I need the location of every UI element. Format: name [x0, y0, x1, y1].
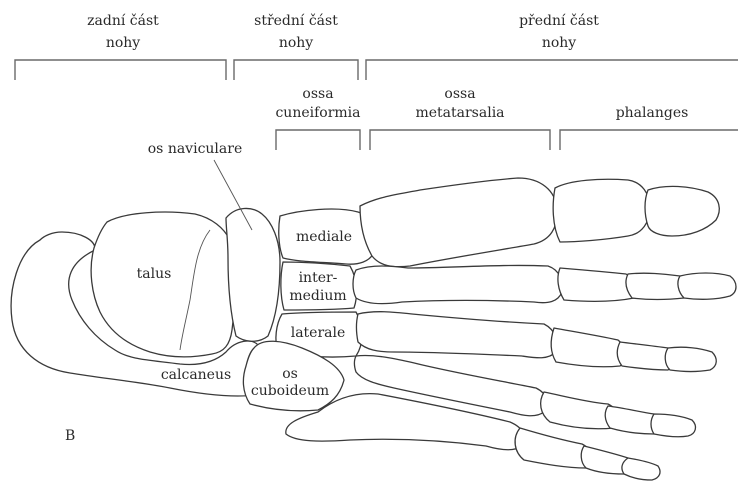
navicular-bone [226, 208, 280, 341]
hindfoot-bracket [15, 60, 226, 80]
forefoot-heading-line2: nohy [542, 35, 576, 51]
metatarsal-heading-line2: metatarsalia [415, 105, 504, 121]
cuneiform-bracket [276, 130, 360, 150]
intermedium-label-line1: inter- [299, 270, 338, 286]
laterale-label: laterale [291, 325, 346, 341]
intermedium-label-line2: medium [289, 288, 346, 304]
forefoot-heading-line1: přední část [519, 13, 599, 29]
phalanx-1-distal-bone [645, 186, 719, 236]
phalanx-5-proximal-bone [515, 428, 592, 468]
navicular-label: os naviculare [148, 141, 242, 157]
cuneiform-heading-line2: cuneiformia [275, 105, 360, 121]
midfoot-bracket [234, 60, 358, 80]
phalanges-heading: phalanges [616, 105, 689, 121]
metatarsal-bracket [370, 130, 550, 150]
phalanx-4-distal-bone [651, 414, 695, 437]
metatarsal-3-bone [357, 312, 558, 358]
mediale-label: mediale [296, 229, 352, 245]
metatarsal-1-bone [360, 178, 557, 267]
phalanx-3-proximal-bone [551, 328, 626, 367]
hindfoot-heading-line1: zadní část [87, 13, 159, 29]
figure-letter: B [65, 428, 75, 444]
calcaneus-label: calcaneus [161, 367, 231, 383]
cuboid-label-line1: os [282, 366, 298, 382]
midfoot-heading-line1: střední část [254, 13, 338, 29]
talus-label: talus [137, 266, 172, 282]
phalanx-2-proximal-bone [558, 268, 636, 301]
cuneiform-heading-line1: ossa [302, 86, 333, 102]
talus-bone [91, 212, 235, 357]
hindfoot-heading-line2: nohy [106, 35, 140, 51]
forefoot-bracket [366, 60, 738, 80]
phalanx-2-distal-bone [678, 273, 736, 299]
cuboid-label-line2: cuboideum [251, 383, 329, 399]
phalanx-1-proximal-bone [553, 179, 650, 242]
metatarsal-heading-line1: ossa [444, 86, 475, 102]
metatarsal-2-bone [353, 265, 562, 303]
phalanges-bracket [560, 130, 738, 150]
midfoot-heading-line2: nohy [279, 35, 313, 51]
phalanx-5-distal-bone [622, 458, 660, 480]
phalanx-3-distal-bone [665, 347, 716, 371]
